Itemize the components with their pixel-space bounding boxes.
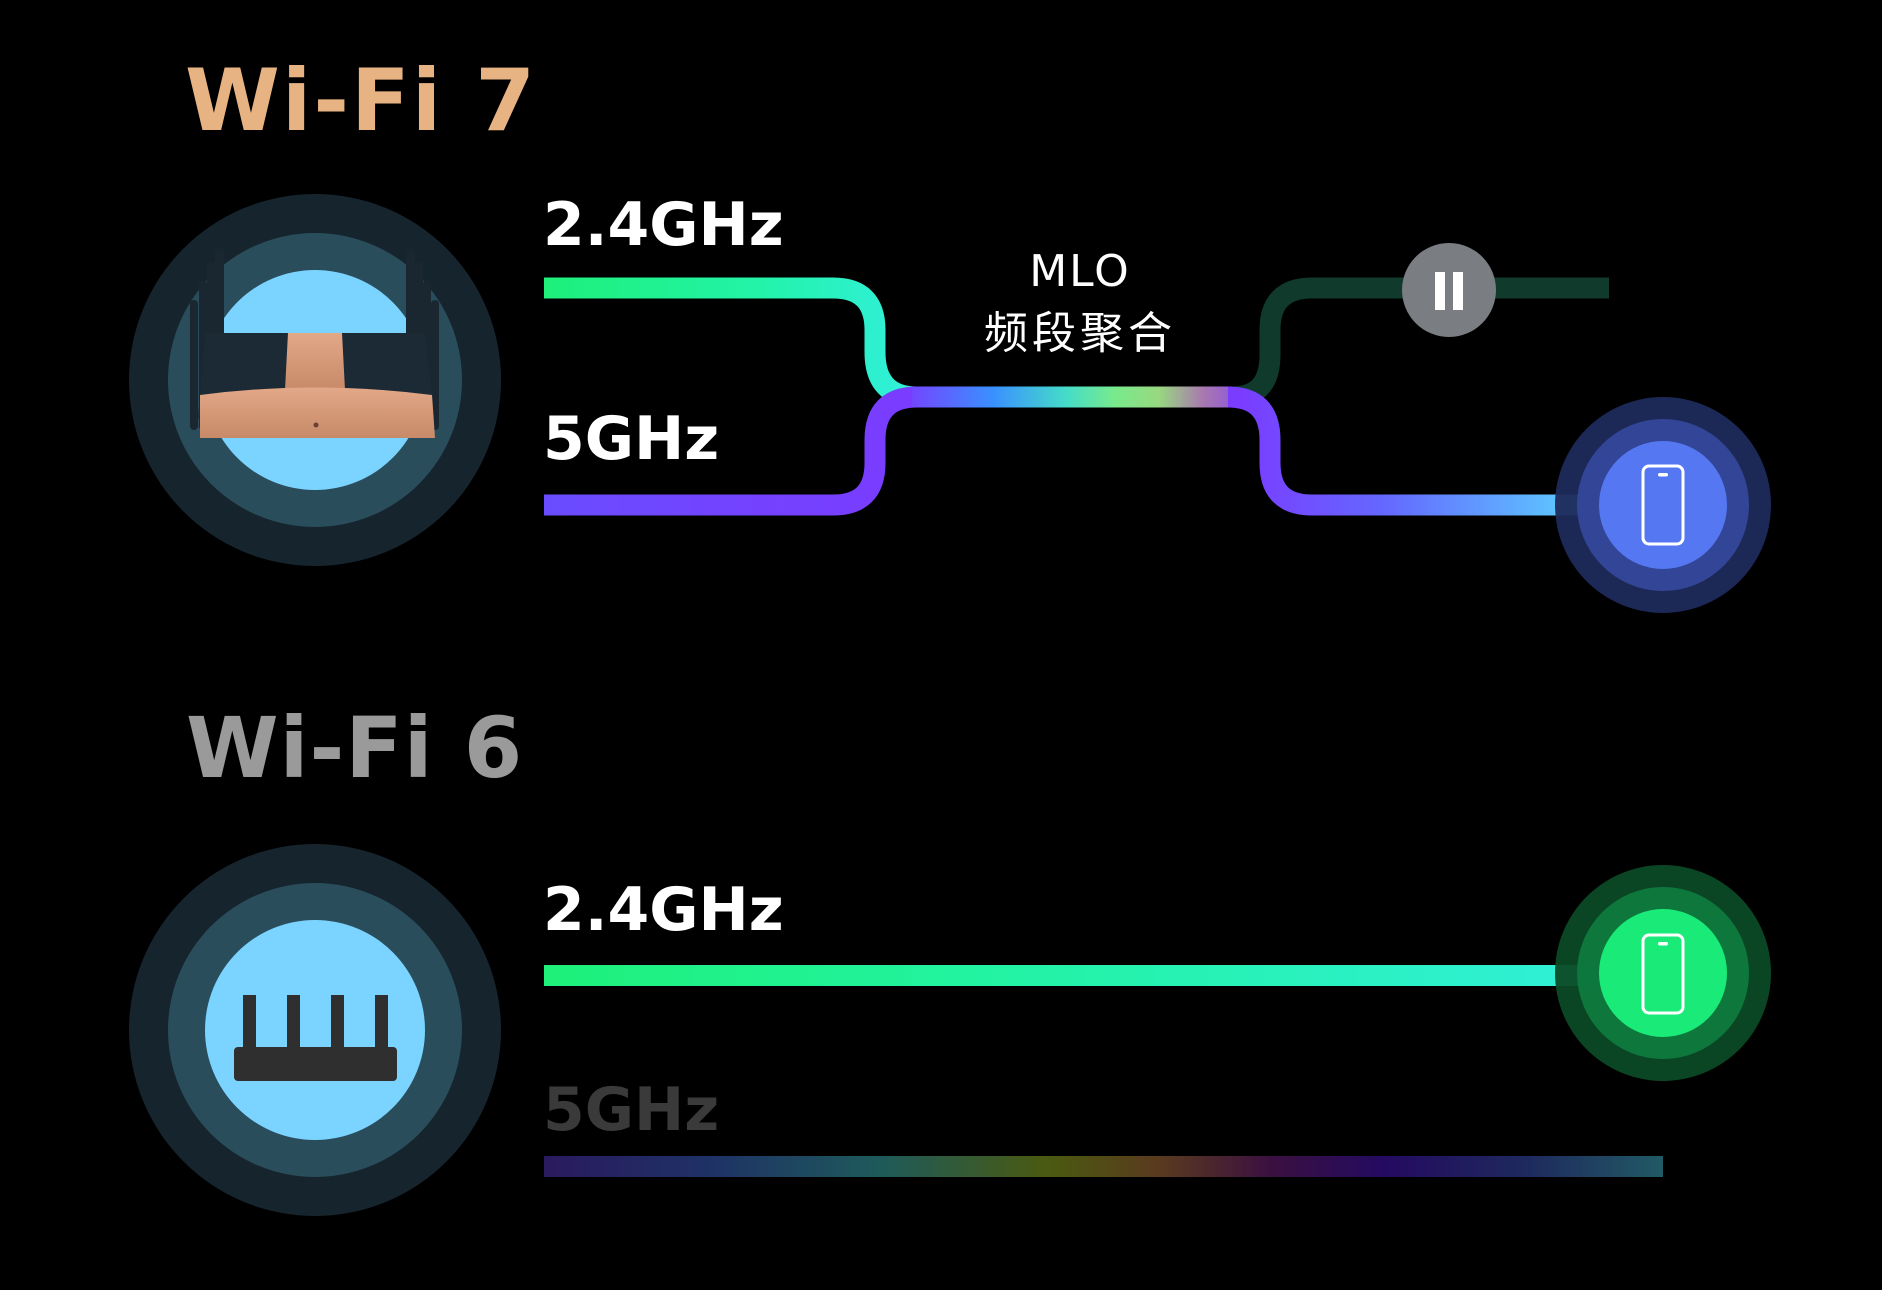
wifi7-router-icon (190, 248, 439, 438)
wifi7-router-badge (129, 194, 501, 566)
wifi7-band-5-line (544, 386, 940, 516)
wifi7-logo: Wi-Fi 7 (185, 51, 538, 151)
pause-icon (1435, 272, 1445, 310)
wifi6-band-24-label: 2.4GHz (543, 875, 784, 945)
pause-button[interactable] (1402, 243, 1496, 337)
smartphone-icon (1641, 464, 1685, 546)
mlo-subtitle: 频段聚合 (984, 308, 1176, 359)
wifi7-band-24-line (544, 277, 940, 408)
wifi7-band-5-label: 5GHz (543, 404, 720, 474)
wifi7-band-24-label: 2.4GHz (543, 190, 784, 260)
wifi6-logo: Wi-Fi 6 (186, 699, 524, 797)
client-ring-inner (1599, 441, 1727, 569)
wifi6-band-24-line (544, 965, 1663, 986)
router-ring-inner (205, 920, 425, 1140)
smartphone-icon (1641, 933, 1685, 1015)
wifi7-client-device (1555, 397, 1771, 613)
wifi6-router-badge (129, 844, 501, 1216)
mlo-label: MLO 频段聚合 (960, 250, 1200, 356)
client-ring-inner (1599, 909, 1727, 1037)
wifi6-band-5-line (544, 1156, 1663, 1177)
pause-badge (1402, 243, 1496, 337)
wifi6-band-5-label: 5GHz (543, 1075, 720, 1145)
wifi7-client-line (1227, 386, 1663, 516)
mlo-title: MLO (1029, 246, 1131, 297)
router-icon (234, 995, 397, 1081)
wifi6-client-device (1555, 865, 1771, 1081)
